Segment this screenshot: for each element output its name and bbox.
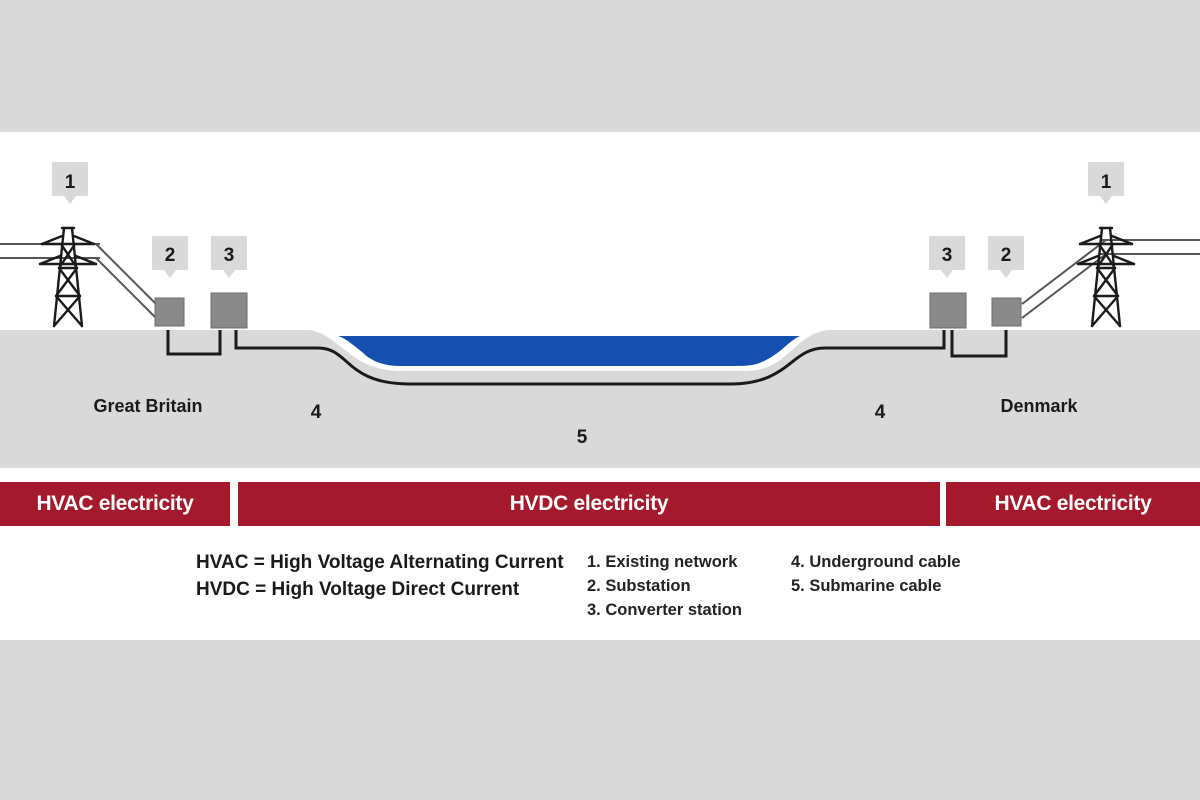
marker-2-left: 2 bbox=[152, 236, 188, 278]
svg-text:1: 1 bbox=[65, 172, 76, 193]
pylon-strut bbox=[74, 254, 98, 266]
svg-text:3: 3 bbox=[224, 245, 235, 266]
pylon-strut bbox=[1092, 266, 1117, 298]
marker-1-right: 1 bbox=[1088, 162, 1124, 204]
pylon-strut bbox=[1092, 294, 1122, 328]
pylon-strut bbox=[52, 226, 66, 328]
pylon-strut bbox=[57, 266, 82, 298]
pylon-strut bbox=[1110, 234, 1134, 246]
hvdc-bar-label: HVDC electricity bbox=[509, 492, 669, 515]
pylon-strut bbox=[40, 234, 64, 246]
pylon-strut bbox=[1112, 254, 1136, 266]
pylon-strut bbox=[38, 254, 62, 266]
pylon-strut bbox=[59, 242, 79, 270]
pylon-strut bbox=[1095, 266, 1120, 298]
abbreviation-hvdc: HVDC = High Voltage Direct Current bbox=[196, 579, 520, 600]
pylon-strut bbox=[70, 226, 84, 328]
region-label-great-britain: Great Britain bbox=[93, 396, 202, 416]
pylon-strut bbox=[1090, 294, 1120, 328]
top-background-band bbox=[0, 0, 1200, 132]
marker-1-left: 1 bbox=[52, 162, 88, 204]
legend-item-substation: 2. Substation bbox=[587, 577, 691, 595]
cables bbox=[166, 330, 1008, 386]
pylon-strut bbox=[1090, 226, 1104, 328]
pylon-strut bbox=[1108, 226, 1122, 328]
legend-item-underground-cable: 4. Underground cable bbox=[791, 553, 961, 571]
pylon-icon-left bbox=[38, 226, 98, 328]
legend-item-converter-station: 3. Converter station bbox=[587, 601, 742, 619]
pylon-strut bbox=[1078, 234, 1102, 246]
hvac-bar-left: HVAC electricity bbox=[0, 482, 230, 526]
sea bbox=[338, 336, 800, 366]
pylon-strut bbox=[1097, 242, 1117, 270]
underground-cable-label-right: 4 bbox=[875, 402, 886, 423]
abbreviation-hvac: HVAC = High Voltage Alternating Current bbox=[196, 552, 564, 573]
substation-right bbox=[991, 297, 1022, 327]
pylon-strut bbox=[52, 294, 82, 328]
hvdc-cable bbox=[234, 330, 946, 386]
legend-item-existing-network: 1. Existing network bbox=[587, 553, 738, 571]
legend-item-submarine-cable: 5. Submarine cable bbox=[791, 577, 942, 595]
pylon-strut bbox=[54, 266, 79, 298]
hvac-link-left bbox=[166, 330, 222, 356]
svg-text:1: 1 bbox=[1101, 172, 1112, 193]
pylon-strut bbox=[57, 242, 77, 270]
converter-station-right bbox=[929, 292, 967, 329]
hvac-bar-right-label: HVAC electricity bbox=[994, 492, 1152, 515]
overhead-lines-right bbox=[1021, 239, 1200, 319]
underground-cable-label-left: 4 bbox=[311, 402, 322, 423]
marker-2-right: 2 bbox=[988, 236, 1024, 278]
region-label-denmark: Denmark bbox=[1000, 396, 1078, 416]
marker-3-left: 3 bbox=[211, 236, 247, 278]
converter-station-left bbox=[210, 292, 248, 329]
hvdc-bar: HVDC electricity bbox=[238, 482, 940, 526]
submarine-cable-label: 5 bbox=[577, 427, 588, 448]
pylon-strut bbox=[54, 294, 84, 328]
hvac-bar-right: HVAC electricity bbox=[946, 482, 1200, 526]
marker-3-right: 3 bbox=[929, 236, 965, 278]
bottom-background-band bbox=[0, 640, 1200, 800]
pylon-strut bbox=[72, 234, 96, 246]
svg-text:2: 2 bbox=[1001, 245, 1012, 266]
svg-text:2: 2 bbox=[165, 245, 176, 266]
pylon-strut bbox=[1095, 242, 1115, 270]
pylon-strut bbox=[1076, 254, 1100, 266]
hvac-bar-left-label: HVAC electricity bbox=[36, 492, 194, 515]
pylon-icon-right bbox=[1076, 226, 1136, 328]
svg-text:3: 3 bbox=[942, 245, 953, 266]
substation-left bbox=[154, 297, 185, 327]
hvac-link-right bbox=[950, 330, 1008, 358]
